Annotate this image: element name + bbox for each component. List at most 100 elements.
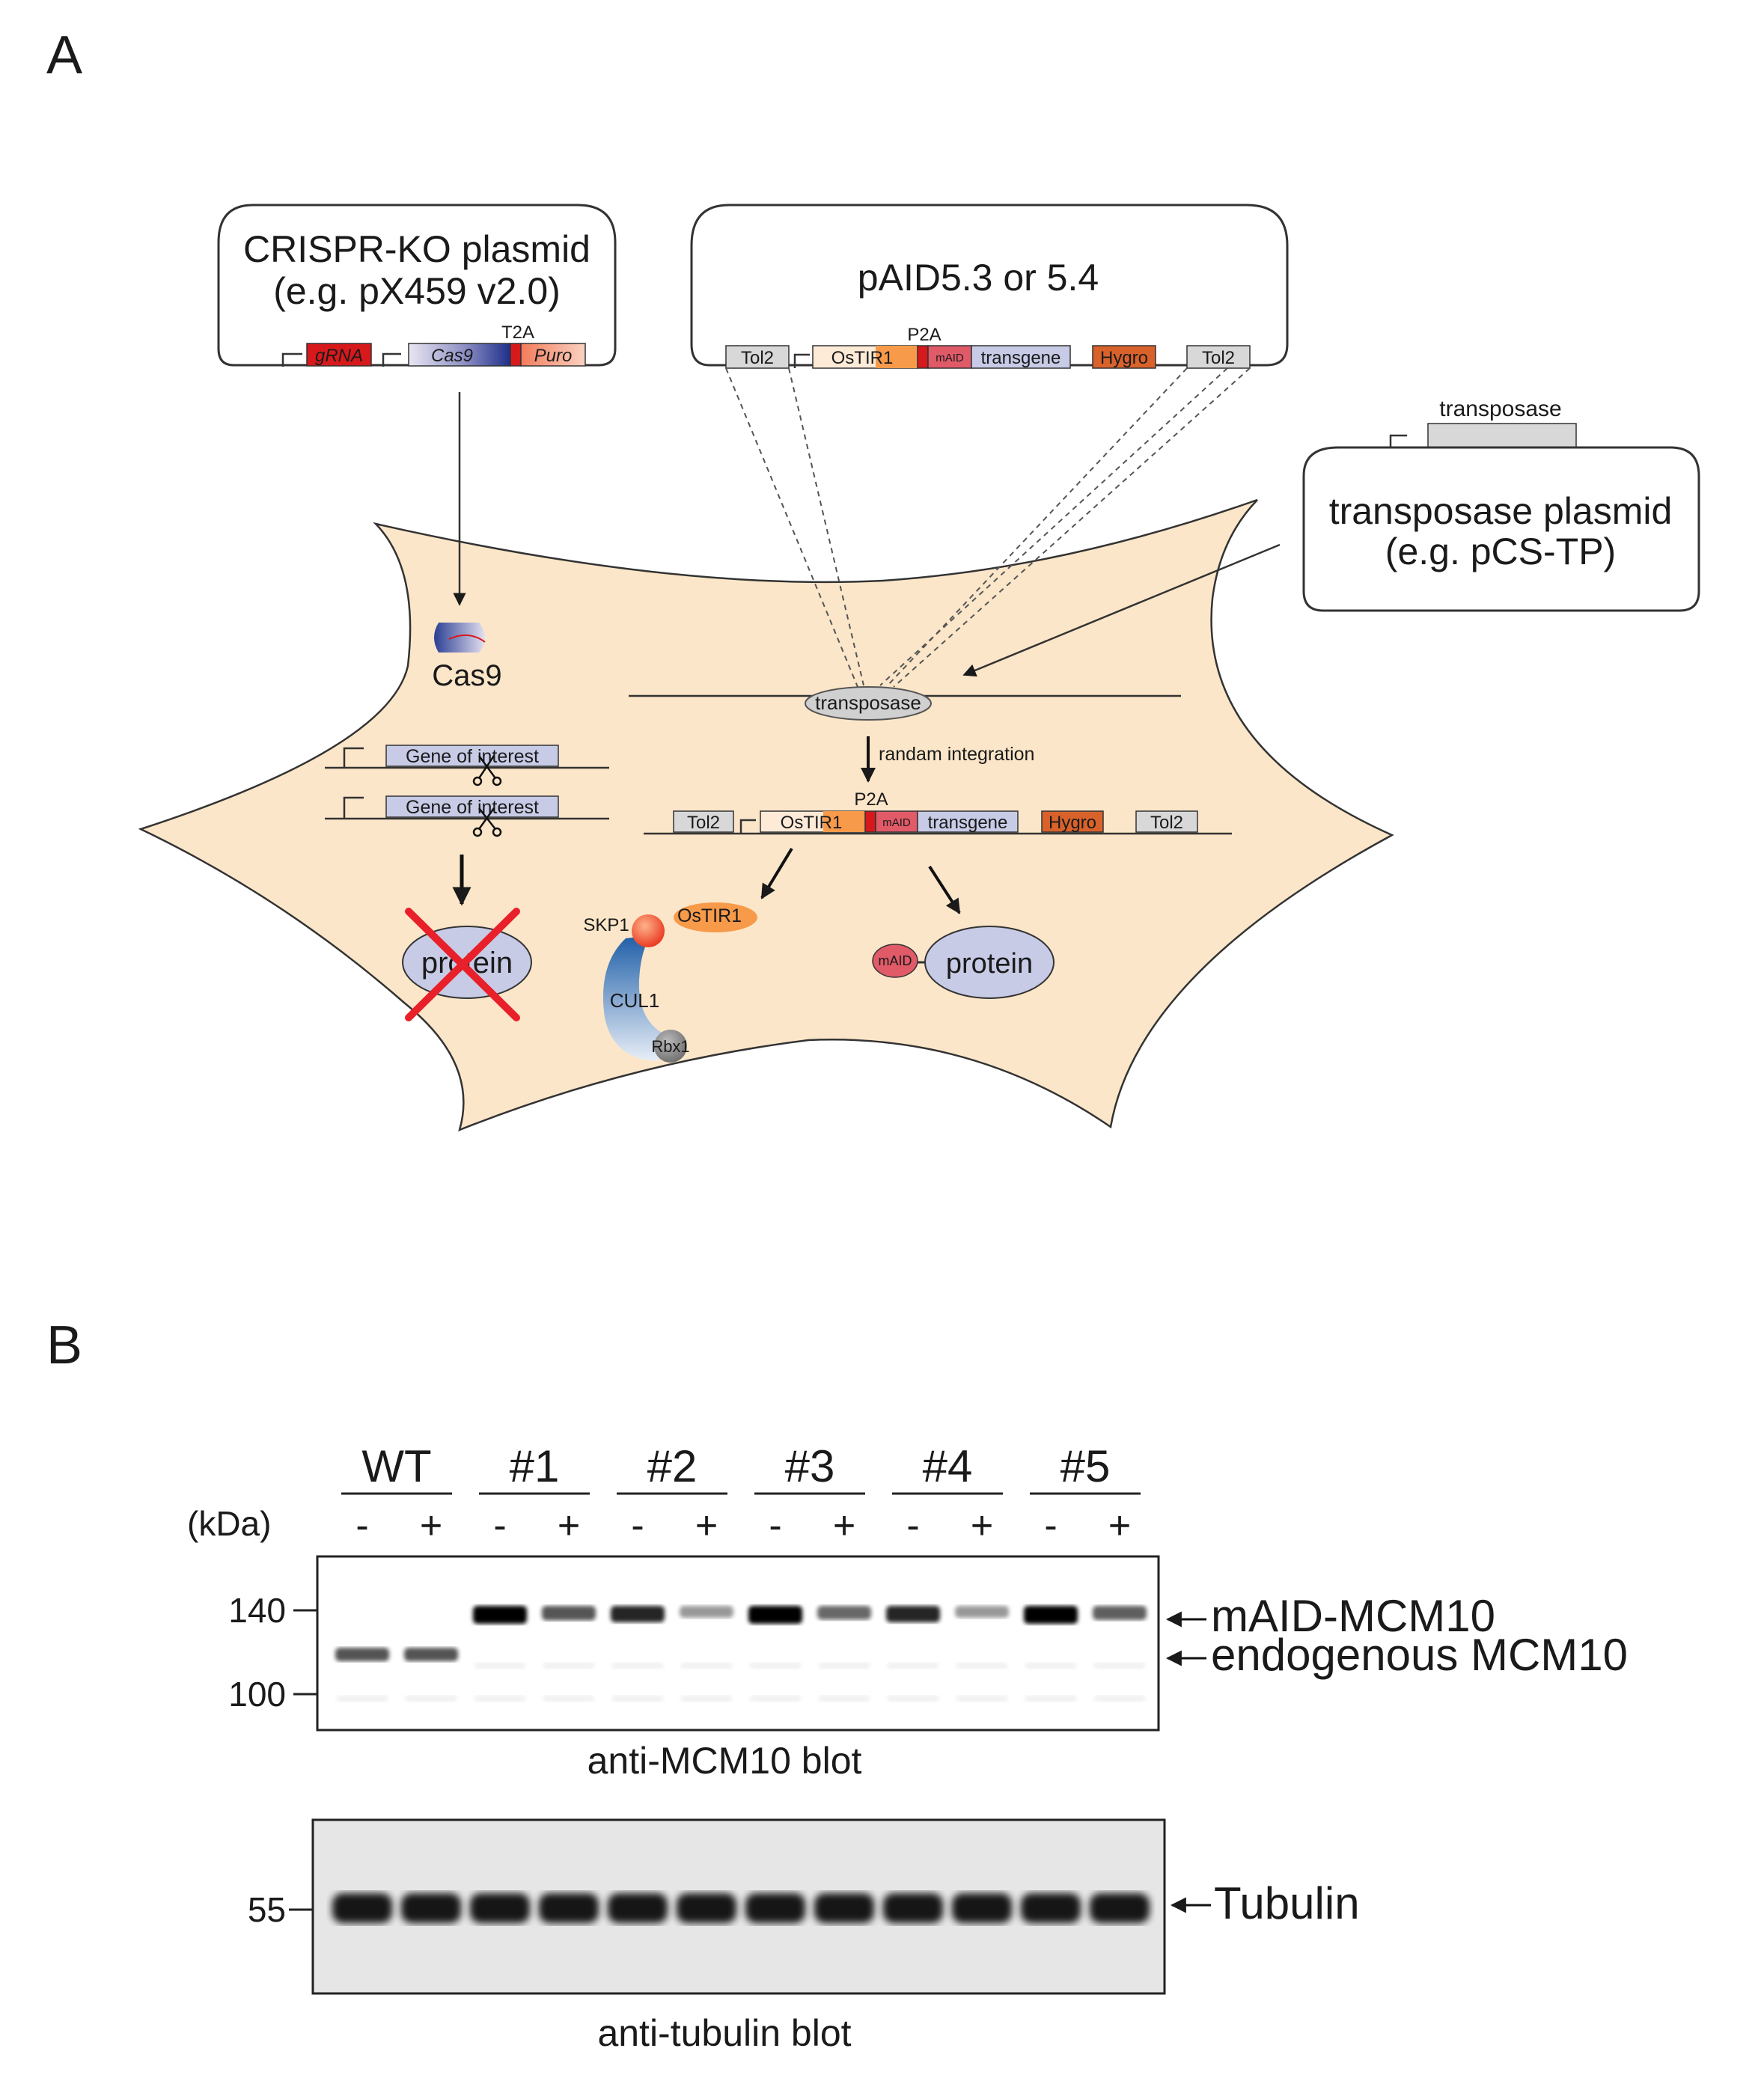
treatment-sign: + [695,1504,718,1547]
faint-band [406,1696,457,1702]
lane-group-label: #1 [510,1441,560,1491]
maid-mcm10-band [886,1606,940,1622]
endogenous-mcm10-band [335,1648,389,1661]
endogenous-mcm10-band [404,1648,458,1661]
scissors-icon [472,807,502,837]
maid-mcm10-band [542,1606,596,1621]
faint-band [1094,1663,1145,1669]
faint-band [1025,1696,1076,1702]
tubulin-band [401,1893,461,1923]
tubulin-band [539,1893,599,1923]
cross-icon [405,908,520,1021]
marker-140: 140 [228,1591,286,1630]
tubulin-band [470,1893,530,1923]
gene-of-interest-label-1: Gene of interest [406,746,539,767]
faint-band [819,1696,870,1702]
faint-band [474,1696,525,1702]
mcm10-blot-panel [316,1555,1160,1732]
marker-100: 100 [228,1675,286,1714]
maid-mcm10-band [680,1606,733,1618]
integration-dashed-lines [725,367,1251,688]
tubulin-band [814,1893,874,1923]
promoter-arrow-icon [1389,434,1407,447]
faint-band [543,1663,594,1669]
tubulin-band [332,1893,392,1923]
integrated-tol2-left-label: Tol2 [687,813,720,833]
transposase-plasmid-box: transposase transposase plasmid (e.g. pC… [1302,397,1700,612]
paid-plasmid-title: pAID5.3 or 5.4 [858,257,1099,299]
p2a-element [917,345,929,369]
transposase-plasmid-example: (e.g. pCS-TP) [1385,531,1616,572]
faint-band [681,1663,732,1669]
lane-headers: WT#1#2#3#4#5-+-+-+-+-+-+ [341,1441,1141,1547]
puro-label: Puro [534,346,573,366]
crispr-plasmid-box: CRISPR-KO plasmid (e.g. pX459 v2.0) T2A … [217,204,617,367]
integrated-hygro-label: Hygro [1049,813,1096,833]
lane-group-label: #2 [647,1441,698,1491]
skp1-label: SKP1 [583,915,629,935]
hygro-label: Hygro [1100,348,1148,368]
gene-of-interest-label-2: Gene of interest [406,797,539,818]
integrated-p2a-label: P2A [854,789,888,810]
transposase-oval-label: transposase [815,691,921,714]
panel-a-letter: A [46,25,82,85]
crispr-plasmid-example: (e.g. pX459 v2.0) [273,270,561,312]
treatment-sign: + [833,1504,855,1547]
tagged-protein-label: protein [946,948,1033,980]
tubulin-blot-caption: anti-tubulin blot [597,2012,851,2054]
transposase-oval [805,686,932,721]
cas9-protein: Cas9 [432,623,502,692]
lane-group-label: #5 [1060,1441,1111,1491]
paid-plasmid-box: pAID5.3 or 5.4 P2A Tol2 OsTIR1 mAID tran… [690,204,1289,369]
treatment-sign: - [493,1504,506,1547]
ostir1-protein-label: OsTIR1 [677,905,742,926]
knockout-protein: protein [402,908,532,1021]
integrated-tol2-right-label: Tol2 [1150,813,1183,833]
maid-tagged-protein: mAID protein [872,926,1055,999]
integrated-cassette: P2A Tol2 OsTIR1 mAID transgene Hygro Tol… [644,789,1232,835]
grna-label: gRNA [315,346,363,366]
tubulin-band [1021,1893,1081,1923]
tubulin-label: Tubulin [1214,1878,1360,1928]
maid-label: mAID [936,352,964,364]
treatment-sign: - [769,1504,781,1547]
faint-band [681,1696,732,1702]
endogenous-mcm10-label: endogenous MCM10 [1211,1630,1628,1680]
faint-band [819,1663,870,1669]
maid-mcm10-band [611,1606,665,1622]
maid-mcm10-label: mAID-MCM10 [1211,1591,1495,1641]
promoter-arrow-icon [793,353,810,368]
faint-band [612,1663,663,1669]
maid-element [927,345,972,369]
treatment-sign: - [631,1504,644,1547]
faint-band [474,1663,525,1669]
panel-b-letter: B [46,1315,82,1375]
mcm10-bands [335,1606,1147,1702]
transposase-gene-label: transposase [1439,397,1561,421]
ostir1-label: OsTIR1 [831,348,894,368]
tubulin-band [677,1893,736,1923]
transposase-gene-element [1427,423,1577,448]
lane-group-label: #3 [785,1441,835,1491]
p2a-label: P2A [907,325,941,345]
tubulin-band [952,1893,1012,1923]
grna-element [306,343,372,367]
lane-group-label: WT [361,1441,431,1491]
tubulin-band [1090,1893,1150,1923]
transgene-element [971,345,1071,369]
tol2-right-element [1186,345,1251,369]
cas9-protein-label: Cas9 [432,659,501,692]
mcm10-blot-caption: anti-MCM10 blot [588,1740,862,1782]
treatment-sign: + [420,1504,442,1547]
tol2-right-label: Tol2 [1202,348,1235,368]
gene-of-interest-allele-1: Gene of interest [325,745,609,786]
faint-band [750,1696,801,1702]
crispr-plasmid-title: CRISPR-KO plasmid [243,228,590,270]
hygro-element [1092,345,1156,369]
faint-band [337,1696,388,1702]
tubulin-band [883,1893,943,1923]
faint-band [750,1663,801,1669]
marker-55: 55 [248,1890,286,1929]
maid-mcm10-band [748,1606,802,1624]
scf-complex: CUL1 Rbx1 SKP1 OsTIR1 [583,902,757,1063]
